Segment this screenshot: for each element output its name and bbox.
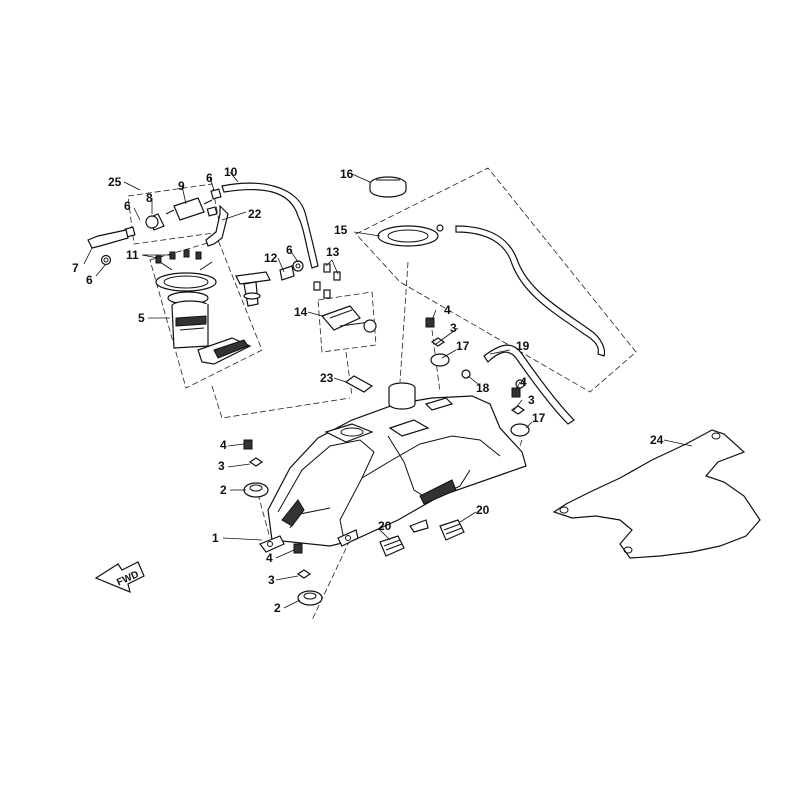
callout-6-filter-left: 6: [124, 199, 131, 213]
callout-19: 19: [516, 339, 530, 353]
callout-6-injector: 6: [286, 243, 293, 257]
mount-hardware: [243, 317, 530, 606]
callout-2-bottom: 2: [274, 601, 281, 615]
callout-4-bottom: 4: [266, 551, 273, 565]
filler-ring: [377, 224, 444, 247]
callout-2-left: 2: [220, 483, 227, 497]
callout-13: 13: [326, 245, 340, 259]
cap-group-outline: [355, 167, 637, 393]
pump-screws: [155, 249, 202, 264]
heat-shield-hole-2: [623, 546, 633, 554]
callout-3-left: 3: [218, 459, 225, 473]
callout-18: 18: [476, 381, 490, 395]
callout-16: 16: [340, 167, 354, 181]
callout-14: 14: [294, 305, 308, 319]
fuel-level-sensor: [313, 263, 377, 333]
callout-23: 23: [320, 371, 334, 385]
callout-3-bottom: 3: [268, 573, 275, 587]
rubber-pads: [379, 519, 465, 557]
mount-bottom-dash: [311, 539, 351, 621]
callout-6-filter-right: 6: [206, 171, 213, 185]
tube-23: [344, 375, 374, 393]
mount-left-dash: [257, 493, 271, 539]
callout-17-upper: 17: [456, 339, 470, 353]
callout-5: 5: [138, 311, 145, 325]
callout-9: 9: [178, 179, 185, 193]
fuel-hose-10: [221, 182, 319, 269]
callout-1: 1: [212, 531, 219, 545]
breather-hose-long: [455, 225, 606, 357]
callout-3-right: 3: [528, 393, 535, 407]
callout-11: 11: [126, 248, 139, 262]
heat-shield: [552, 429, 761, 559]
filter-group-outline: [127, 183, 222, 245]
sensor-to-tank-dash: [345, 351, 353, 397]
callout-25: 25: [108, 175, 122, 189]
sensor-group-outline: [317, 291, 377, 353]
callout-4-upper: 4: [444, 303, 451, 317]
cap-to-tank-dash: [399, 261, 409, 383]
callout-8: 8: [146, 191, 153, 205]
breather-hose-19: [483, 344, 575, 425]
filler-cap: [369, 176, 407, 198]
heat-shield-hole-1: [559, 506, 569, 514]
callout-17-right: 17: [532, 411, 546, 425]
callout-4-right: 4: [520, 375, 527, 389]
fuel-tank: [259, 382, 527, 553]
callout-3-upper: 3: [450, 321, 457, 335]
fwd-arrow-icon: [94, 561, 145, 594]
callout-22: 22: [248, 207, 262, 221]
callout-20-right: 20: [476, 503, 490, 517]
callout-15: 15: [334, 223, 348, 237]
heat-shield-hole-3: [711, 432, 721, 440]
injector-fitting: [235, 260, 304, 307]
fwd-arrow: FWD: [94, 561, 145, 594]
callout-10: 10: [224, 165, 238, 179]
callout-4-left: 4: [220, 438, 227, 452]
callout-24: 24: [650, 433, 664, 447]
callout-12: 12: [264, 251, 278, 265]
pump-to-tank-dash: [211, 385, 351, 419]
fuel-filter-assembly: [87, 188, 229, 266]
callout-6-hose-end: 6: [86, 273, 93, 287]
callout-7: 7: [72, 261, 79, 275]
callout-20-left: 20: [378, 519, 392, 533]
callout-labels: 1 2 2 3 3 3 3 4 4 4 4 5 6 6 6 6 7 8 9 10…: [72, 165, 664, 615]
fuel-pump: [155, 261, 252, 365]
leader-lines: [83, 171, 693, 609]
